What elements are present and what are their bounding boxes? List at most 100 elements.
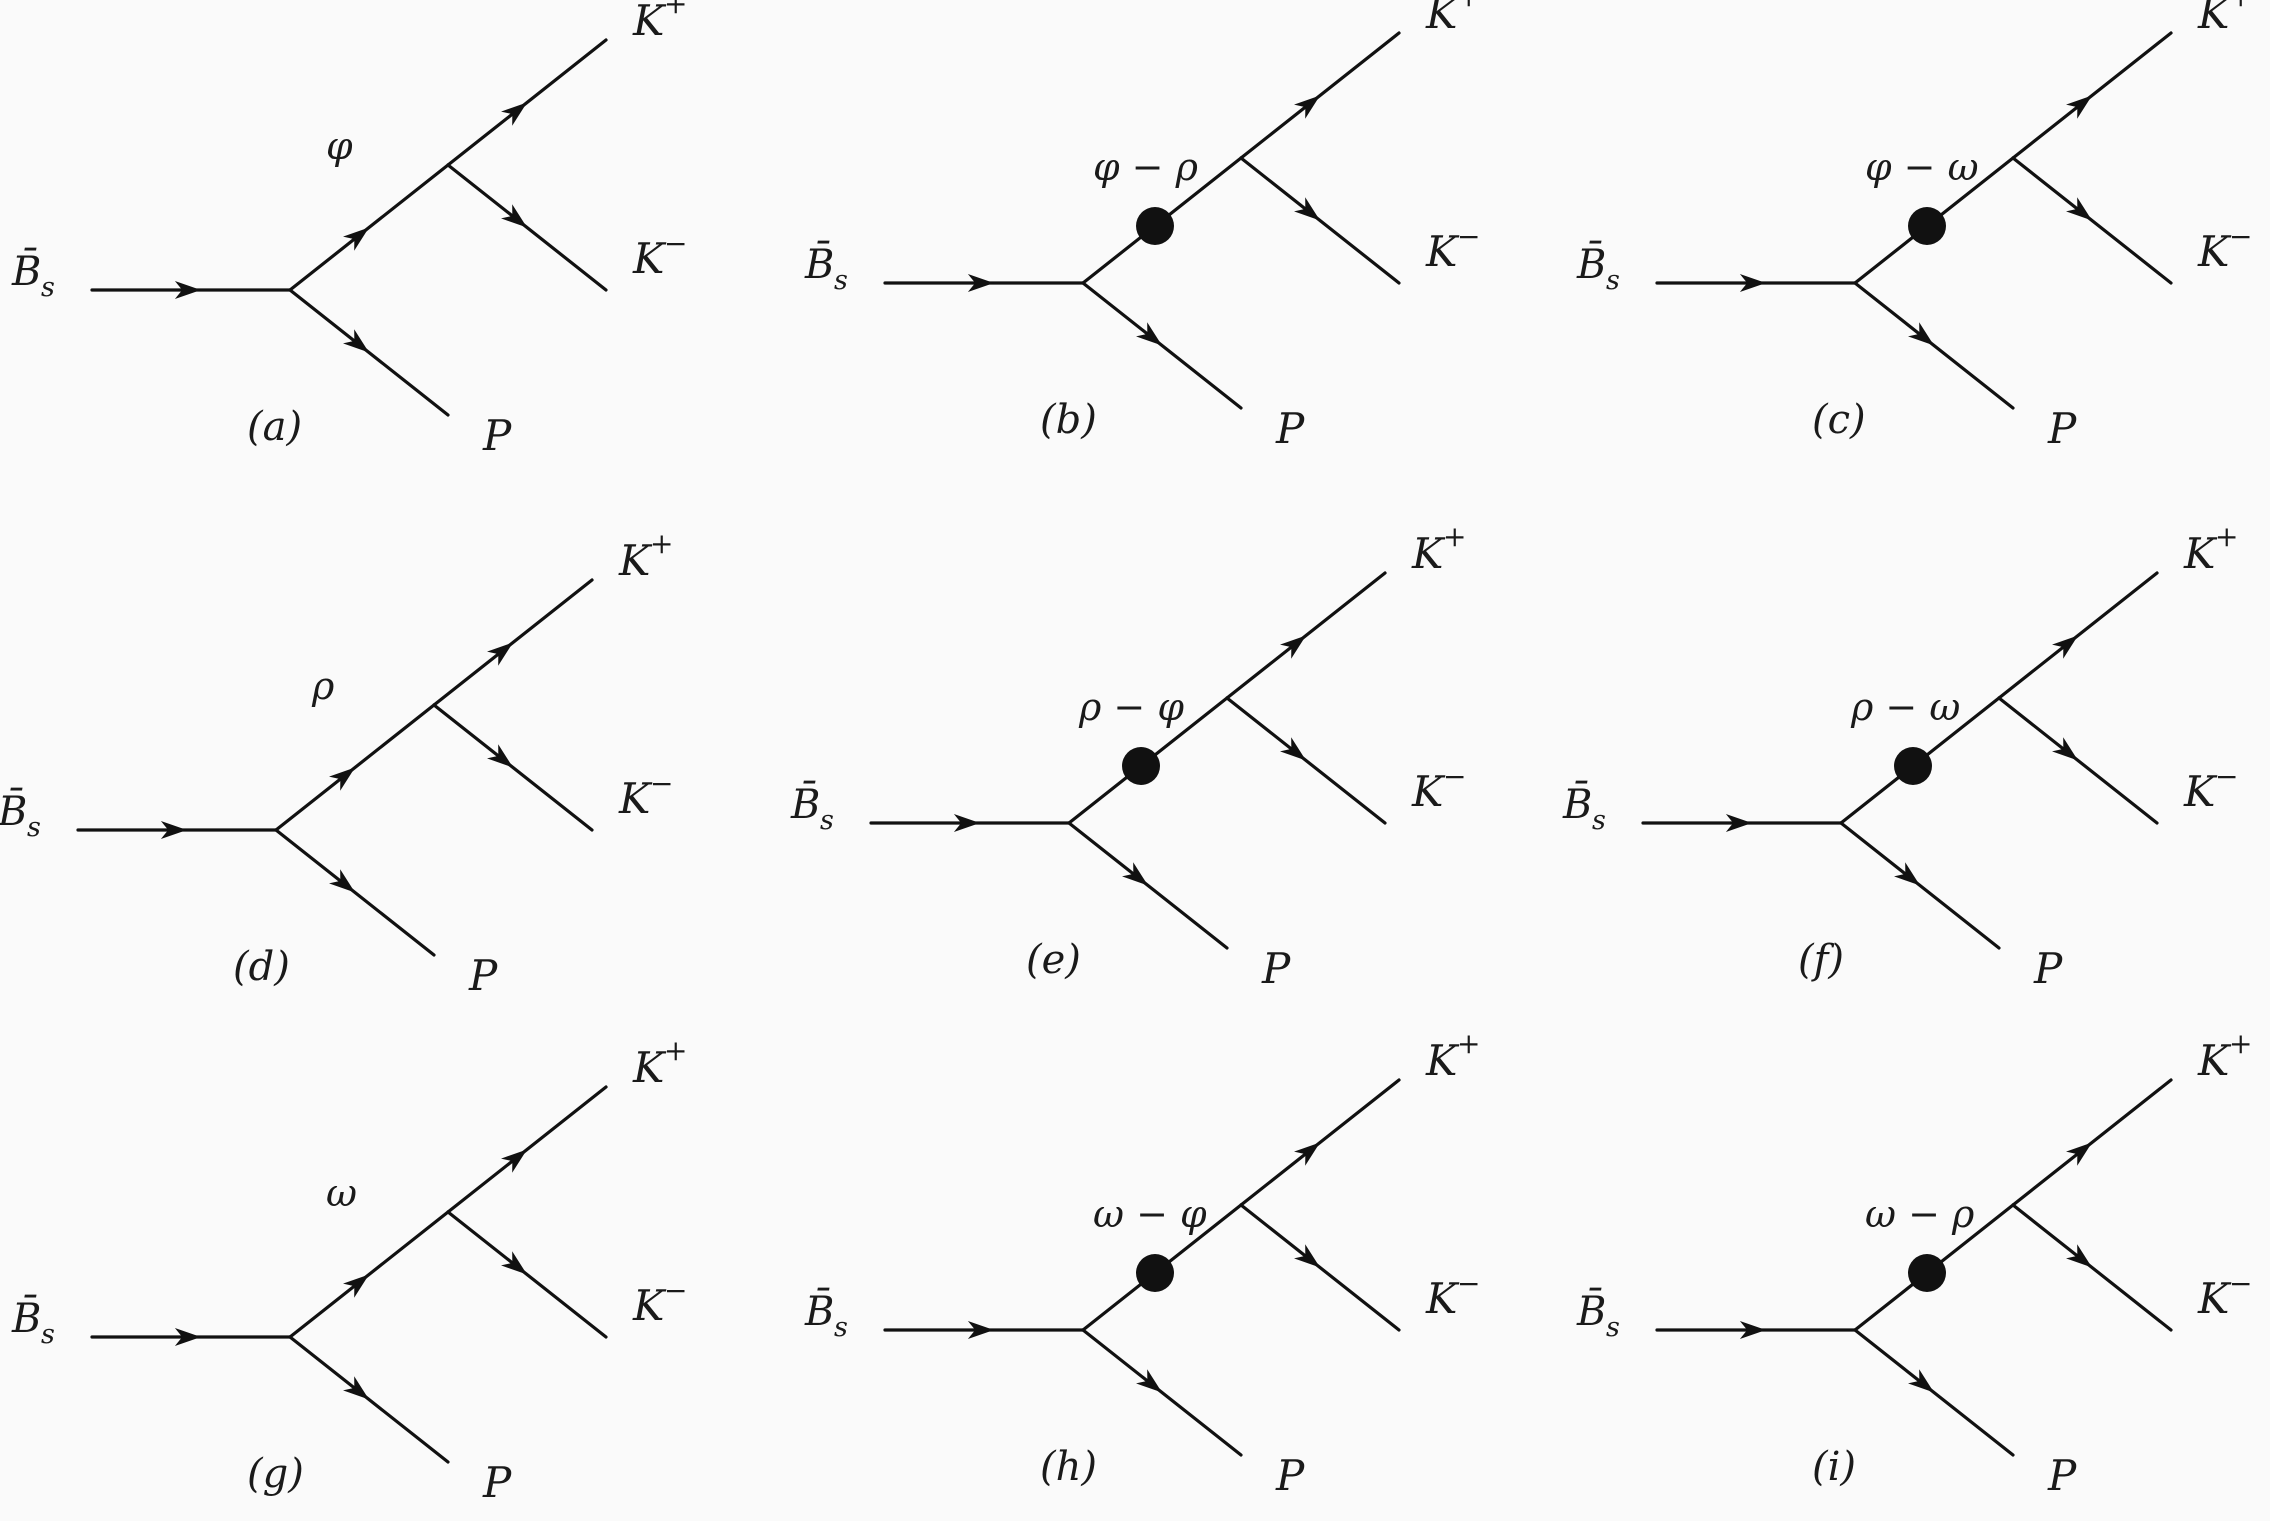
panel-d: B̄sK+K−Pρ(d) [0,527,673,1000]
panel-e: B̄sK+K−Pρ − φ(e) [790,520,1466,993]
panel-a: B̄sK+K−Pφ(a) [11,0,687,460]
kminus-symbol: K [632,234,667,283]
kplus-propagator-arrow [487,642,513,666]
label-p: P [482,411,512,460]
label-kplus: K+ [1425,0,1480,38]
mediator-label: ω − ρ [1865,1192,1975,1236]
mixing-blob [1908,207,1946,245]
label-kplus: K+ [618,527,673,585]
kplus-propagator-arrow [501,1149,527,1173]
kminus-symbol: K [1425,1274,1460,1323]
kminus-superscript: − [664,1274,687,1307]
label-bs: B̄s [11,248,55,303]
kminus-symbol: K [2197,227,2232,276]
kminus-superscript: − [2215,760,2238,793]
label-p: P [468,951,498,1000]
mixing-blob [1136,207,1174,245]
p-propagator-arrow [1136,322,1162,346]
label-bs: B̄s [1562,781,1606,836]
panel-tag: (h) [1040,1444,1097,1490]
kplus-symbol: K [2197,1036,2232,1085]
label-kplus: K+ [1411,520,1466,578]
label-bs: B̄s [804,1288,848,1343]
kplus-propagator-arrow [1294,1142,1320,1166]
kplus-symbol: K [632,0,667,45]
kplus-superscript: + [650,527,673,560]
mixing-blob [1122,747,1160,785]
mediator-label: ω − φ [1093,1192,1207,1236]
label-kplus: K+ [632,0,687,45]
kminus-superscript: − [650,767,673,800]
mixing-blob [1908,1254,1946,1292]
bs-subscript: s [834,1312,848,1343]
p-propagator-arrow [1894,862,1920,886]
label-kplus: K+ [1425,1027,1480,1085]
mediator-label: φ − ρ [1093,145,1199,189]
panel-tag: (g) [247,1451,304,1497]
bs-propagator-arrow [967,1321,994,1339]
kplus-symbol: K [618,536,653,585]
bs-subscript: s [41,1319,55,1350]
kplus-superscript: + [1443,520,1466,553]
bs-propagator-arrow [967,274,994,292]
panel-tag: (f) [1798,937,1844,983]
kminus-propagator-arrow [1294,1244,1320,1268]
p-propagator-arrow [1122,862,1148,886]
panel-tag: (d) [233,944,290,990]
kminus-superscript: − [2229,220,2252,253]
panel-f: B̄sK+K−Pρ − ω(f) [1562,520,2238,993]
kplus-superscript: + [2229,1027,2252,1060]
kminus-propagator-arrow [1294,197,1320,221]
panel-b: B̄sK+K−Pφ − ρ(b) [804,0,1480,453]
bs-propagator-arrow [174,1328,201,1346]
bs-propagator-arrow [174,281,201,299]
label-p: P [1275,404,1305,453]
kminus-propagator-arrow [487,744,513,768]
kminus-symbol: K [1425,227,1460,276]
mediator-propagator-arrow [343,227,369,251]
p-propagator-arrow [343,329,369,353]
kplus-propagator-arrow [1280,635,1306,659]
bs-symbol: B̄ [1562,781,1592,828]
label-kminus: K− [2197,220,2252,276]
label-kminus: K− [1425,220,1480,276]
kminus-superscript: − [2229,1267,2252,1300]
bs-subscript: s [1592,805,1606,836]
label-bs: B̄s [1576,241,1620,296]
bs-symbol: B̄ [1576,1288,1606,1335]
kplus-symbol: K [1411,529,1446,578]
mixing-blob [1894,747,1932,785]
label-p: P [2047,1451,2077,1500]
kminus-propagator-arrow [2066,197,2092,221]
bs-symbol: B̄ [1576,241,1606,288]
p-propagator-arrow [343,1376,369,1400]
bs-subscript: s [41,272,55,303]
kplus-superscript: + [1457,0,1480,13]
kminus-propagator-arrow [2066,1244,2092,1268]
p-propagator-arrow [1908,1369,1934,1393]
bs-symbol: B̄ [804,1288,834,1335]
label-kplus: K+ [2183,520,2238,578]
kplus-propagator-arrow [2052,635,2078,659]
bs-subscript: s [834,265,848,296]
bs-propagator-arrow [953,814,980,832]
kminus-symbol: K [1411,767,1446,816]
kplus-propagator-arrow [501,102,527,126]
panel-tag: (e) [1026,937,1081,983]
label-kminus: K− [1411,760,1466,816]
p-propagator-arrow [329,869,355,893]
bs-symbol: B̄ [790,781,820,828]
bs-subscript: s [820,805,834,836]
bs-propagator-arrow [1739,1321,1766,1339]
panel-tag: (a) [247,404,302,450]
label-kminus: K− [1425,1267,1480,1323]
kplus-symbol: K [1425,0,1460,38]
label-bs: B̄s [11,1295,55,1350]
panel-tag: (i) [1812,1444,1856,1490]
label-kminus: K− [632,1274,687,1330]
kminus-propagator-arrow [501,1251,527,1275]
panel-c: B̄sK+K−Pφ − ω(c) [1576,0,2252,453]
bs-subscript: s [1606,1312,1620,1343]
kminus-symbol: K [618,774,653,823]
panel-h: B̄sK+K−Pω − φ(h) [804,1027,1480,1500]
